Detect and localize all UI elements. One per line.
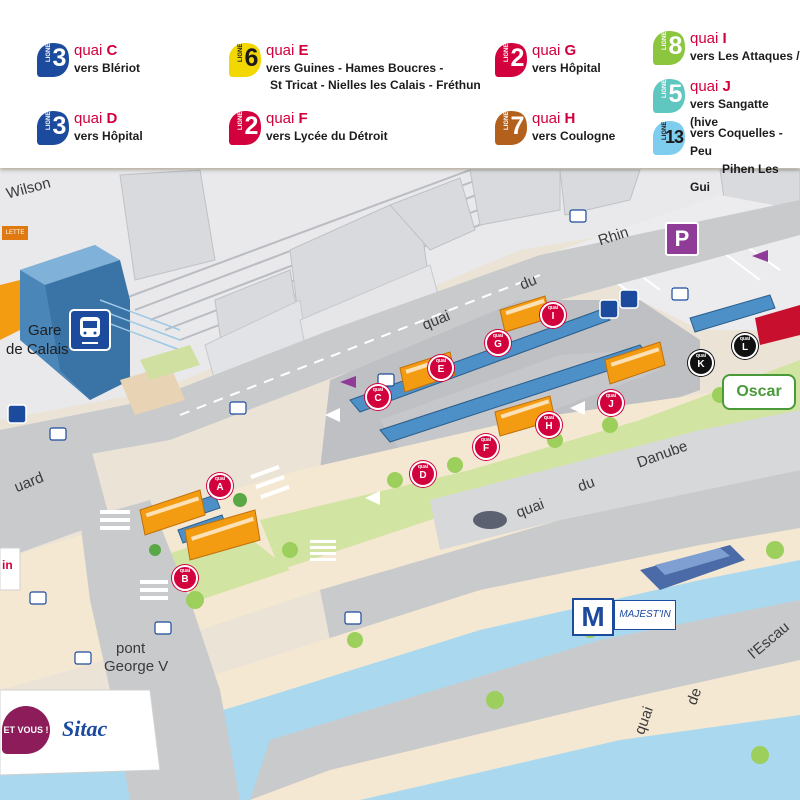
legend-entry-quai-j: LIGNE 5 quai J vers Sangatte (hive: [652, 78, 800, 131]
quai-word: quai: [74, 110, 103, 127]
station-name-gare: Gare: [28, 322, 62, 339]
legend-entry-quai-i: LIGNE 8 quai I vers Les Attaques /: [652, 30, 800, 66]
quai-word: quai: [690, 30, 719, 47]
quai-letter: I: [722, 30, 727, 47]
quai-word: quai: [266, 42, 295, 59]
quai-letter: E: [298, 42, 309, 59]
line-number: 3: [52, 44, 67, 72]
metro-sign: M: [572, 598, 614, 636]
station-name-calais: de Calais: [6, 341, 69, 358]
line-2-badge: LIGNE 2: [494, 42, 528, 78]
direction-text: vers Hôpital: [532, 61, 601, 75]
direction-text: vers Lycée du Détroit: [266, 129, 388, 143]
line-number: 3: [52, 112, 67, 140]
line-number: 7: [510, 112, 525, 140]
majestin-logo: MAJEST'IN: [614, 600, 676, 630]
line-6-badge: LIGNE 6: [228, 42, 262, 78]
direction-text: vers Guines - Hames Boucres -: [266, 61, 444, 75]
line-number: 5: [668, 80, 683, 108]
quai-word: quai: [266, 110, 295, 127]
legend-entry-line-13: LIGNE 13 vers Coquelles - Peu Pihen Les …: [652, 120, 800, 196]
legend-entry-quai-d: LIGNE 3 quai D vers Hôpital: [36, 110, 143, 146]
legend-entry-quai-h: LIGNE 7 quai H vers Coulogne: [494, 110, 615, 146]
quai-letter: C: [106, 42, 118, 59]
et-vous-logo: ET VOUS !: [2, 706, 50, 754]
line-legend: LIGNE 3 quai C vers Blériot LIGNE 3 quai…: [0, 0, 800, 194]
direction-text: vers Coquelles - Peu: [690, 126, 783, 158]
bridge-pont: pont: [116, 640, 146, 657]
line-number: 13: [664, 127, 684, 147]
direction-text-continued: St Tricat - Nielles les Calais - Fréthun: [270, 78, 481, 92]
quai-letter: D: [106, 110, 118, 127]
line-13-badge: LIGNE 13: [652, 120, 686, 156]
direction-text: vers Sangatte (hive: [690, 97, 769, 129]
line-3-badge: LIGNE 3: [36, 42, 70, 78]
line-5-badge: LIGNE 5: [652, 78, 686, 114]
quai-word: quai: [74, 42, 103, 59]
legend-entry-quai-f: LIGNE 2 quai F vers Lycée du Détroit: [228, 110, 388, 146]
quai-letter: J: [722, 78, 731, 95]
bridge-george-v: George V: [104, 658, 169, 675]
line-3-badge: LIGNE 3: [36, 110, 70, 146]
line-7-badge: LIGNE 7: [494, 110, 528, 146]
direction-text: vers Coulogne: [532, 129, 616, 143]
line-2-badge: LIGNE 2: [228, 110, 262, 146]
quai-word: quai: [532, 42, 561, 59]
line-number: 8: [668, 32, 683, 60]
quai-letter: F: [298, 110, 308, 127]
line-number: 2: [510, 44, 525, 72]
legend-entry-quai-g: LIGNE 2 quai G vers Hôpital: [494, 42, 601, 78]
direction-text-continued: Pihen Les Gui: [690, 162, 779, 194]
line-number: 6: [244, 44, 259, 72]
line-number: 2: [244, 112, 259, 140]
legend-entry-quai-e: LIGNE 6 quai E vers Guines - Hames Boucr…: [228, 42, 443, 78]
quai-letter: G: [564, 42, 577, 59]
oscar-logo: Oscar: [722, 374, 796, 410]
legend-entry-quai-c: LIGNE 3 quai C vers Blériot: [36, 42, 140, 78]
direction-text: vers Hôpital: [74, 129, 143, 143]
quai-letter: H: [564, 110, 576, 127]
parking-sign: P: [665, 222, 699, 256]
sitac-logo: Sitac: [62, 716, 108, 741]
line-8-badge: LIGNE 8: [652, 30, 686, 66]
direction-text: vers Les Attaques /: [690, 49, 800, 63]
quai-word: quai: [690, 78, 719, 95]
direction-text: vers Blériot: [74, 61, 141, 75]
partial-pin-logo: in: [2, 558, 13, 572]
lette-sign: LETTE: [2, 226, 28, 240]
quai-word: quai: [532, 110, 561, 127]
